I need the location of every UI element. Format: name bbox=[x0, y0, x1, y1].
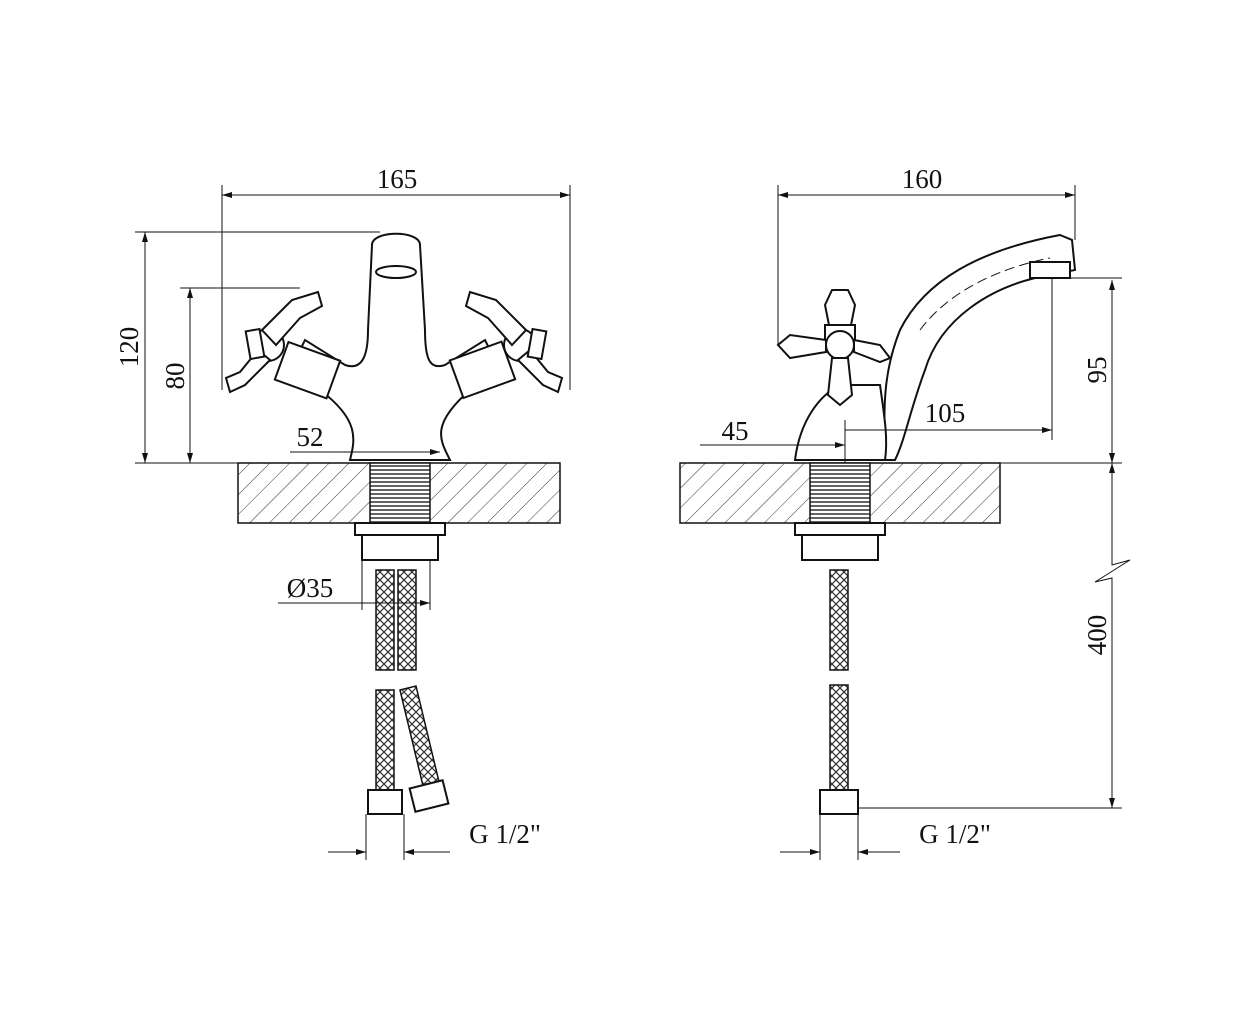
side-view: 160 95 105 45 400 G 1/2" bbox=[679, 164, 1131, 860]
dim-text-95: 95 bbox=[1082, 357, 1112, 384]
front-view: 165 120 80 52 Ø35 G 1/2" bbox=[114, 164, 571, 860]
spout bbox=[795, 233, 1077, 461]
dim-text-52: 52 bbox=[297, 422, 324, 452]
hose-upper bbox=[829, 569, 849, 671]
dim-text-45: 45 bbox=[722, 416, 749, 446]
right-cross-handle bbox=[448, 290, 564, 400]
dim-text-400: 400 bbox=[1082, 615, 1112, 656]
right-hose-nut bbox=[408, 779, 450, 813]
supply-fitting bbox=[801, 534, 879, 561]
dim-text-120: 120 bbox=[114, 327, 144, 368]
dim-line-400 bbox=[1094, 463, 1131, 808]
supply-fitting bbox=[361, 534, 439, 561]
left-hose-upper bbox=[375, 569, 395, 671]
faucet-base bbox=[793, 384, 888, 461]
dim-text-165: 165 bbox=[377, 164, 418, 194]
right-hose-upper bbox=[397, 569, 417, 671]
hose-lower bbox=[829, 684, 849, 791]
dim-text-105: 105 bbox=[925, 398, 966, 428]
dim-text-160: 160 bbox=[902, 164, 943, 194]
left-hose-nut bbox=[367, 789, 403, 815]
dim-text-connection: G 1/2" bbox=[469, 819, 541, 849]
left-hose-lower bbox=[375, 689, 395, 791]
cross-handle bbox=[776, 289, 892, 407]
dim-text-diameter: Ø35 bbox=[287, 573, 334, 603]
mounting-thread bbox=[809, 462, 871, 524]
aerator bbox=[1029, 261, 1071, 279]
mounting-thread bbox=[369, 462, 431, 524]
dim-text-connection: G 1/2" bbox=[919, 819, 991, 849]
spout-centerline bbox=[919, 257, 1051, 331]
mounting-nut bbox=[794, 522, 886, 536]
right-hose-lower bbox=[399, 685, 441, 791]
mounting-nut bbox=[354, 522, 446, 536]
dim-text-80: 80 bbox=[160, 363, 190, 390]
hose-nut bbox=[819, 789, 859, 815]
aerator bbox=[375, 265, 417, 279]
left-cross-handle bbox=[224, 290, 342, 400]
